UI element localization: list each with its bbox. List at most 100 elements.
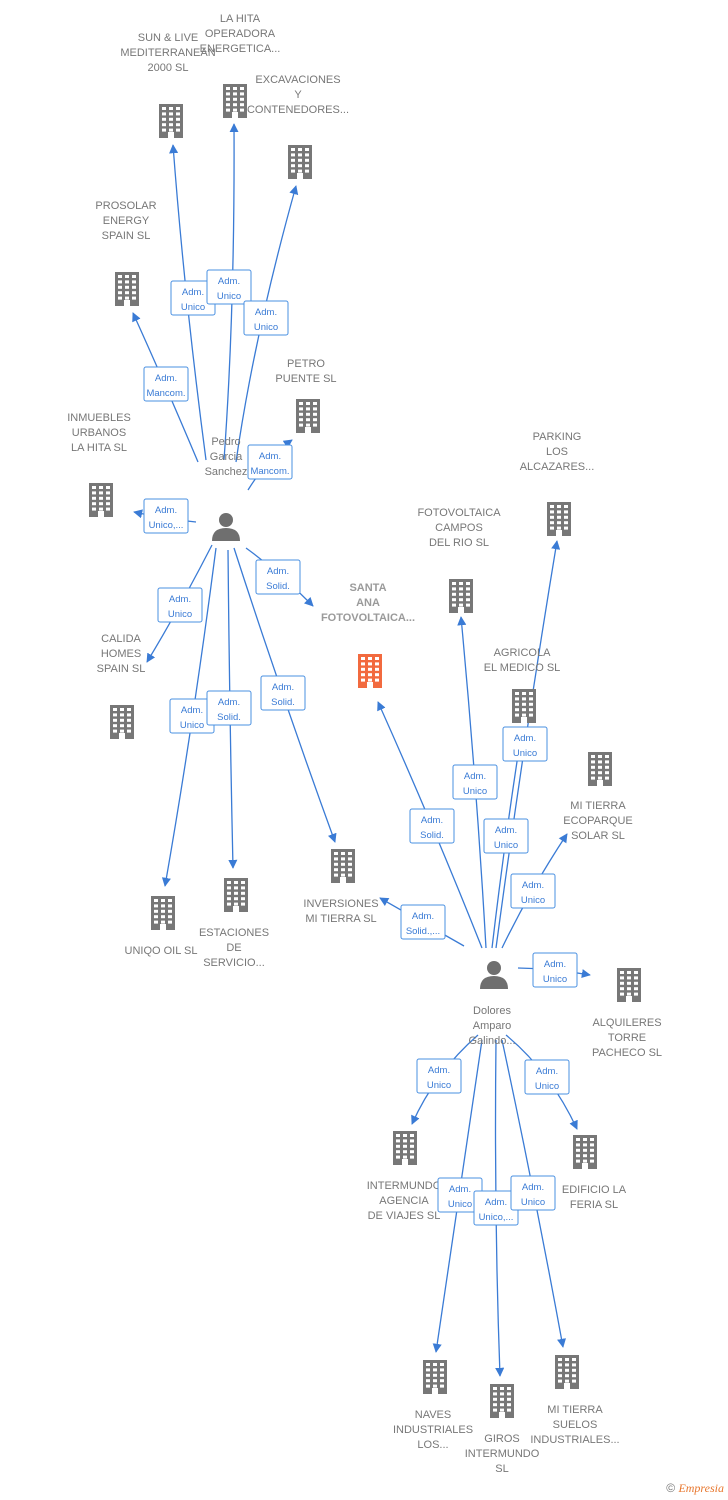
relation-label[interactable]: Adm.Unico (483, 818, 529, 854)
building-window (241, 891, 245, 895)
building-window (507, 1397, 511, 1401)
building-window (591, 760, 595, 764)
relation-label-text: Unico (521, 895, 545, 906)
relation-label-box (255, 559, 301, 595)
company-node-estaciones[interactable]: ESTACIONESDESERVICIO... (199, 878, 269, 969)
building-window (590, 1148, 594, 1152)
relation-label-text: Adm. (464, 771, 486, 782)
building-window (459, 598, 463, 602)
company-node-suelos[interactable]: MI TIERRASUELOSINDUSTRIALES... (530, 1355, 620, 1446)
building-window (361, 662, 365, 666)
node-label-line: LOS (546, 446, 568, 458)
building-window (299, 412, 303, 416)
relation-label[interactable]: Adm.Unico (243, 300, 289, 336)
company-node-excav[interactable]: EXCAVACIONESYCONTENEDORES... (247, 74, 349, 179)
relation-label[interactable]: Adm.Unico (416, 1058, 462, 1094)
relation-label[interactable]: Adm.Mancom. (247, 444, 293, 480)
node-label-line: Garcia (210, 451, 243, 463)
building-window (583, 1138, 587, 1141)
building-window (226, 97, 230, 101)
node-label-line: MI TIERRA SL (305, 913, 376, 925)
company-node-uniqo[interactable]: UNIQO OIL SL (125, 896, 198, 957)
footer-credit[interactable]: © Empresia (666, 1481, 724, 1496)
building-window (92, 486, 96, 489)
relation-label[interactable]: Adm.Unico,... (473, 1190, 519, 1226)
company-node-santa[interactable]: SANTAANAFOTOVOLTAICA... (321, 582, 415, 688)
building-window (305, 153, 309, 157)
building-window (550, 526, 554, 530)
relation-label[interactable]: Adm.Unico (532, 952, 578, 988)
building-window (433, 1384, 437, 1388)
relation-label[interactable]: Adm.Solid. (206, 690, 252, 726)
relation-label[interactable]: Adm.Solid. (255, 559, 301, 595)
relation-label-text: Adm. (182, 287, 204, 298)
relation-label[interactable]: Adm.Unico (452, 764, 498, 800)
relation-label[interactable]: Adm.Unico (206, 269, 252, 305)
building-window (168, 915, 172, 919)
building-window (550, 510, 554, 514)
company-node-naves[interactable]: NAVESINDUSTRIALESLOS... (393, 1360, 473, 1451)
node-label-line: MI TIERRA (570, 800, 626, 812)
relation-label[interactable]: Adm.Mancom. (143, 366, 189, 402)
relation-label[interactable]: Adm.Unico (170, 280, 216, 316)
company-node-hita_op[interactable]: LA HITAOPERADORAENERGETICA... (200, 13, 281, 118)
node-label-line: PACHECO SL (592, 1047, 662, 1059)
building-window (557, 510, 561, 514)
building-window (440, 1379, 444, 1383)
building-window (92, 507, 96, 511)
building-window (169, 128, 173, 132)
relation-label[interactable]: Adm.Unico (510, 873, 556, 909)
building-window (306, 407, 310, 411)
relation-label-box (510, 1175, 556, 1211)
building-door (160, 924, 166, 930)
building-window (113, 713, 117, 717)
building-window (522, 708, 526, 712)
relation-label[interactable]: Adm.Solid. (260, 675, 306, 711)
building-window (306, 412, 310, 416)
node-label-line: Pedro (211, 436, 240, 448)
person-node-dolores[interactable]: DoloresAmparoGalindo... (468, 961, 516, 1047)
building-window (565, 1379, 569, 1383)
person-body (480, 976, 508, 989)
building-window (605, 755, 609, 758)
building-icon (393, 1131, 417, 1165)
building-window (583, 1148, 587, 1152)
node-label-line: 2000 SL (148, 62, 189, 74)
relation-label[interactable]: Adm.Unico (157, 587, 203, 623)
building-window (564, 521, 568, 525)
node-label-line: SERVICIO... (203, 957, 265, 969)
building-icon (358, 654, 382, 688)
relation-label[interactable]: Adm.Solid.,... (400, 904, 446, 940)
building-window (348, 862, 352, 866)
company-node-parking[interactable]: PARKINGLOSALCAZARES... (520, 431, 595, 536)
building-window (99, 486, 103, 489)
relation-label[interactable]: Adm.Unico (524, 1059, 570, 1095)
building-window (334, 873, 338, 877)
building-window (368, 673, 372, 677)
building-window (127, 708, 131, 711)
building-window (118, 285, 122, 289)
building-window (557, 526, 561, 530)
relation-label[interactable]: Adm.Solid. (409, 808, 455, 844)
relation-label-text: Unico (494, 840, 518, 851)
relation-label[interactable]: Adm.Unico (510, 1175, 556, 1211)
building-window (564, 505, 568, 508)
building-door (119, 733, 125, 739)
building-window (500, 1408, 504, 1412)
relation-label[interactable]: Adm.Unico,... (143, 498, 189, 534)
relation-label[interactable]: Adm.Unico (502, 726, 548, 762)
